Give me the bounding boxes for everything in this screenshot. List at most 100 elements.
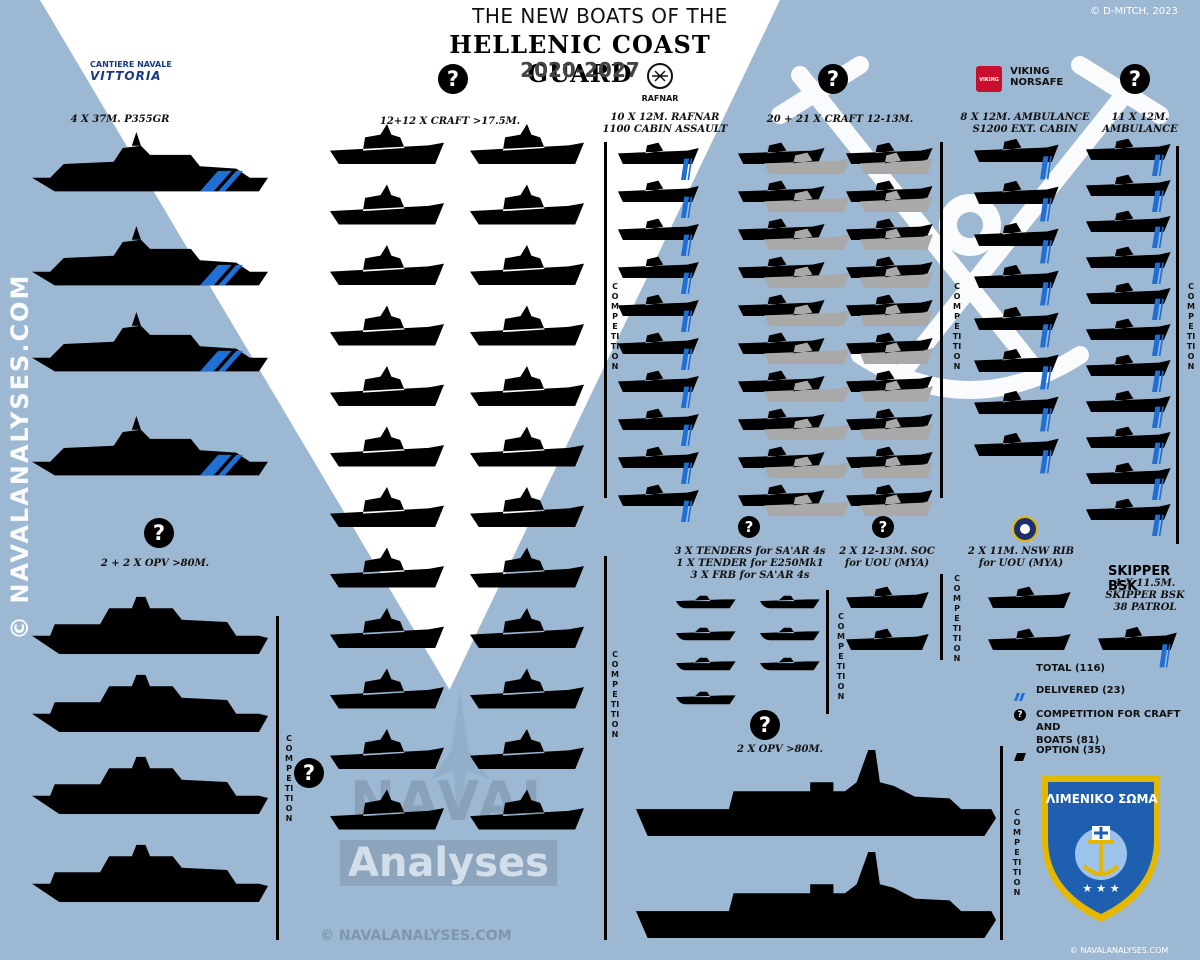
ship-craft175-a6	[330, 487, 444, 527]
question-icon-competition-left: ?	[294, 758, 324, 788]
ship-craft175-b9	[470, 668, 584, 709]
ship-craft1213-b1	[846, 180, 933, 202]
ship-craft1213-ao7	[764, 418, 851, 440]
vittoria-name: VITTORIA	[90, 69, 162, 83]
ship-amb-8	[1086, 426, 1171, 464]
title-line1: THE NEW BOATS OF THE	[472, 4, 728, 28]
ship-craft1213-b6	[846, 370, 933, 392]
competition-label-opv-left: COMPETITION	[284, 734, 294, 823]
ship-rafnar-3	[618, 256, 699, 294]
ship-craft1213-a7	[738, 408, 825, 430]
uou-seal-icon	[1012, 516, 1038, 542]
watermark-url: © NAVALANALYSES.COM	[320, 928, 512, 944]
ship-opv-left-1	[32, 668, 268, 732]
label-craft175: 12+12 X CRAFT >17.5M.	[379, 116, 521, 127]
competition-label-tenders: COMPETITION	[836, 612, 846, 701]
ship-p355-3	[32, 416, 268, 476]
ship-craft175-b6	[470, 487, 584, 527]
ship-soc-0	[846, 586, 929, 608]
jet-silhouette-icon	[430, 690, 490, 810]
ship-amb-6	[1086, 354, 1171, 392]
ship-craft175-b7	[470, 547, 584, 588]
legend-total: TOTAL (116)	[1036, 663, 1105, 674]
ship-rafnar-4	[618, 294, 699, 332]
ship-amb-2	[1086, 210, 1171, 248]
emblem-title: ΛΙΜΕΝΙΚΟ ΣΩΜΑ	[1046, 792, 1158, 806]
ship-craft175-a7	[330, 547, 444, 588]
ship-craft1213-ao3	[764, 266, 851, 288]
delivered-stripe-icon	[1014, 686, 1026, 701]
ship-p355-1	[32, 226, 268, 286]
label-amb: 11 X 12M.AMBULANCE	[1102, 112, 1178, 135]
ship-craft175-b1	[470, 184, 584, 225]
ship-amb-ext-2	[974, 222, 1059, 264]
ship-craft1213-a2	[738, 218, 825, 240]
question-icon-opv-bottom: ?	[750, 710, 780, 740]
viking-logo: VIKING VIKING NORSAFE	[976, 66, 1063, 92]
ship-craft1213-ao6	[764, 380, 851, 402]
ship-amb-ext-3	[974, 264, 1059, 306]
ship-craft1213-bo0	[860, 152, 934, 174]
question-icon-craft1213: ?	[818, 64, 848, 94]
ship-craft1213-bo4	[860, 304, 934, 326]
ship-amb-1	[1086, 174, 1171, 212]
ship-craft1213-b0	[846, 142, 933, 164]
ship-craft1213-a8	[738, 446, 825, 468]
ship-craft175-b10	[470, 729, 584, 769]
legend-competition: COMPETITION FOR CRAFT AND BOATS (81)	[1036, 709, 1181, 746]
ship-craft1213-ao2	[764, 228, 851, 250]
anchor-emblem-icon	[1042, 776, 1160, 922]
ship-craft175-b11	[470, 789, 584, 830]
legend-question-icon: ?	[1014, 709, 1026, 721]
watermark-analyses: Analyses	[340, 840, 557, 886]
competition-label-craft1213: COMPETITION	[952, 282, 962, 371]
ship-craft1213-bo5	[860, 342, 934, 364]
rafnar-logo: RAFNAR	[640, 62, 680, 103]
legend-option: OPTION (35)	[1036, 745, 1106, 756]
ship-craft1213-ao5	[764, 342, 851, 364]
ship-craft1213-a3	[738, 256, 825, 278]
ship-craft175-b3	[470, 305, 584, 346]
competition-bar-craft1213	[940, 142, 943, 498]
ship-tender-2	[676, 627, 736, 641]
ship-craft1213-bo1	[860, 190, 934, 212]
ship-craft1213-ao4	[764, 304, 851, 326]
ship-craft175-a8	[330, 608, 444, 648]
ship-amb-4	[1086, 282, 1171, 320]
ship-rafnar-8	[618, 446, 699, 484]
ship-tender-4	[676, 657, 736, 671]
ship-craft1213-a4	[738, 294, 825, 316]
copyright-top: © D-MITCH, 2023	[1090, 6, 1178, 17]
ship-craft1213-ao1	[764, 190, 851, 212]
emblem-stars: ★ ★ ★	[1082, 882, 1120, 895]
skipper-brand: SKIPPER BSK	[1108, 564, 1171, 594]
ship-opv-left-2	[32, 750, 268, 814]
ship-nswrib-0	[988, 586, 1071, 608]
ship-rafnar-1	[618, 180, 699, 218]
ship-rafnar-0	[618, 142, 699, 180]
ship-soc-1	[846, 628, 929, 650]
ship-craft1213-bo9	[860, 494, 934, 516]
ship-amb-ext-4	[974, 306, 1059, 348]
ship-amb-9	[1086, 462, 1171, 500]
ship-craft1213-b9	[846, 484, 933, 506]
ship-craft1213-b8	[846, 446, 933, 468]
ship-tender-5	[760, 657, 820, 671]
competition-label-rafnar: COMPETITION	[610, 282, 620, 371]
ship-craft175-b4	[470, 366, 584, 406]
rafnar-name: RAFNAR	[641, 94, 679, 103]
ship-craft1213-a9	[738, 484, 825, 506]
legend-delivered: DELIVERED (23)	[1036, 685, 1126, 696]
ship-p355-2	[32, 312, 268, 372]
ship-amb-ext-0	[974, 138, 1059, 180]
vittoria-logo: CANTIERE NAVALE VITTORIA	[90, 60, 172, 83]
ship-opv-bottom-0	[636, 750, 996, 836]
ship-opv-bottom-1	[636, 852, 996, 938]
question-icon-tenders: ?	[738, 516, 760, 538]
ship-craft175-b0	[470, 124, 584, 164]
